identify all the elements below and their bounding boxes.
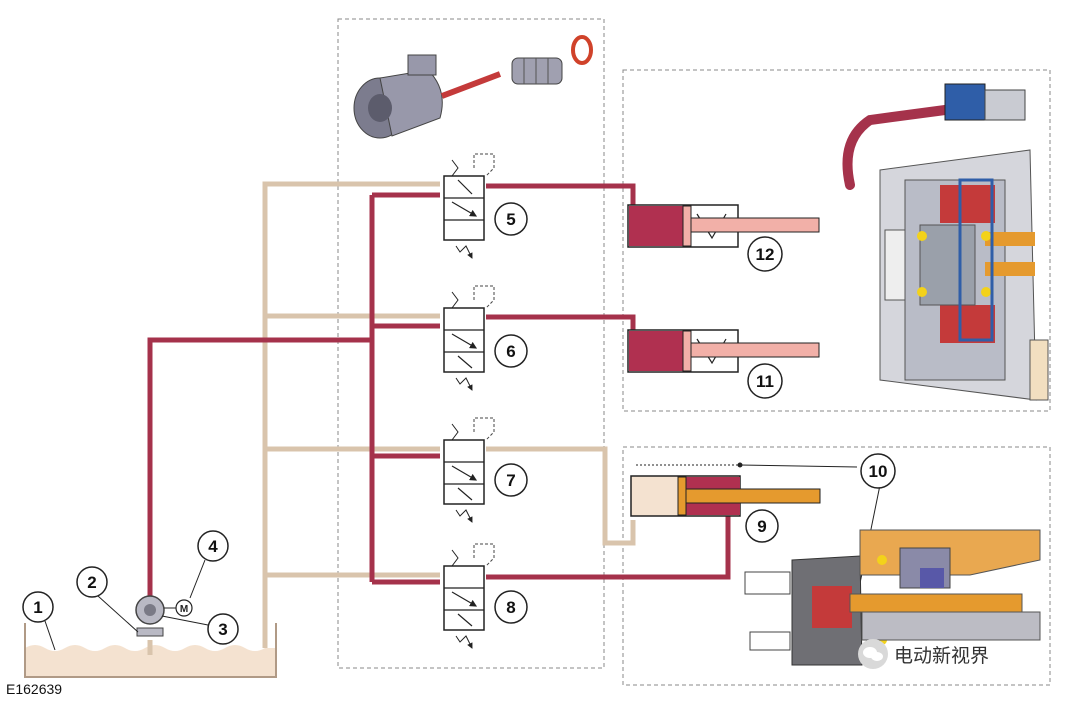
svg-text:3: 3 (218, 620, 227, 639)
solenoid-valve-6 (443, 285, 495, 391)
callout-7: 7 (494, 463, 528, 497)
solenoid-valve-7 (443, 417, 495, 523)
fluid-reservoir (24, 623, 277, 678)
callout-8: 8 (494, 590, 528, 624)
solenoid-valve-5 (443, 153, 495, 259)
callout-1: 1 (22, 591, 56, 651)
callout-11: 11 (747, 363, 783, 399)
motor-symbol: M (180, 604, 188, 615)
clutch-actuator-frame (622, 69, 1051, 412)
callout-9: 9 (745, 509, 779, 543)
svg-text:1: 1 (33, 598, 42, 617)
pump-assembly: M (135, 595, 193, 637)
svg-text:9: 9 (757, 517, 766, 536)
dual-clutch-cross-section (842, 83, 1049, 401)
svg-text:8: 8 (506, 598, 515, 617)
callout-6: 6 (494, 334, 528, 368)
solenoid-valve-illustration (353, 35, 593, 139)
solenoid-valve-8 (443, 543, 495, 649)
pressure-lines (147, 183, 731, 598)
valve-block-frame (337, 18, 605, 669)
callout-5: 5 (494, 202, 528, 236)
svg-text:2: 2 (87, 573, 96, 592)
callout-2: 2 (76, 566, 139, 633)
wechat-icon (858, 639, 888, 669)
callout-10: 10 (860, 453, 896, 489)
park-lock-frame (622, 446, 1051, 686)
figure-code: E162639 (6, 681, 63, 697)
watermark: 电动新视界 (858, 637, 989, 671)
return-lines (147, 181, 636, 655)
svg-text:7: 7 (506, 471, 515, 490)
svg-text:11: 11 (756, 372, 774, 391)
park-lock-cylinder-9 (630, 464, 821, 517)
clutch-cylinder-11 (627, 329, 820, 373)
callout-4: 4 (189, 530, 229, 599)
svg-text:4: 4 (208, 537, 218, 556)
svg-text:12: 12 (756, 245, 775, 264)
park-lock-cross-section (744, 529, 1041, 666)
callout-3: 3 (161, 613, 239, 645)
callout-12: 12 (747, 236, 783, 272)
watermark-text: 电动新视界 (894, 644, 990, 667)
clutch-cylinder-12 (627, 204, 820, 248)
svg-text:10: 10 (869, 462, 888, 481)
svg-text:5: 5 (506, 210, 515, 229)
svg-text:6: 6 (506, 342, 515, 361)
